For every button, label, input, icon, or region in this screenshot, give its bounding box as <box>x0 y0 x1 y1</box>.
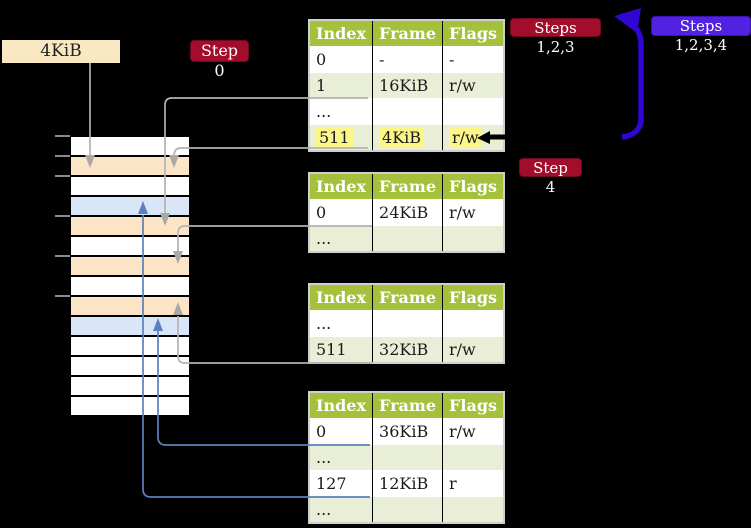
memory-row-white <box>71 137 189 155</box>
col-header-frame: Frame <box>372 392 444 419</box>
highlighted-value: r/w <box>449 128 482 147</box>
page-table-3: Index Frame Flags ... 511 32KiB r/w <box>308 283 506 364</box>
table-header-row: Index Frame Flags <box>309 392 505 419</box>
recursive-loop-arrowhead-icon <box>614 8 641 33</box>
col-header-flags: Flags <box>442 20 505 47</box>
table-row: ... <box>309 496 505 523</box>
col-header-flags: Flags <box>442 392 505 419</box>
step4-badge: Step 4 <box>519 158 582 196</box>
memory-row-blue <box>71 317 189 335</box>
recursive-loop-arrow <box>621 18 644 140</box>
memory-tick <box>55 135 70 137</box>
table-row: ... <box>309 98 505 125</box>
col-header-flags: Flags <box>442 173 505 200</box>
steps1234-badge: Steps 1,2,3,4 <box>651 16 751 54</box>
highlighted-value: 4KiB <box>379 128 425 147</box>
col-header-index: Index <box>309 173 374 200</box>
memory-tick <box>55 155 70 157</box>
memory-row-peach <box>71 297 189 315</box>
table-row: 127 12KiB r <box>309 470 505 497</box>
memory-row-white <box>71 177 189 195</box>
col-header-index: Index <box>309 392 374 419</box>
table-header-row: Index Frame Flags <box>309 20 505 47</box>
col-header-frame: Frame <box>372 284 444 311</box>
frame-size-box: 4KiB <box>2 40 120 63</box>
page-table-1: Index Frame Flags 0 - - 1 16KiB r/w ... … <box>308 19 506 152</box>
col-header-index: Index <box>309 20 374 47</box>
page-table-2: Index Frame Flags 0 24KiB r/w ... <box>308 172 506 253</box>
memory-row-white <box>71 337 189 355</box>
table-header-row: Index Frame Flags <box>309 284 505 311</box>
table-header-row: Index Frame Flags <box>309 173 505 200</box>
memory-tick <box>55 175 70 177</box>
memory-row-white <box>71 277 189 295</box>
step0-badge: Step 0 <box>190 40 249 80</box>
memory-tick <box>55 255 70 257</box>
memory-row-white <box>71 397 189 415</box>
memory-tick <box>55 215 70 217</box>
table-row: 1 16KiB r/w <box>309 72 505 99</box>
memory-row-white <box>71 237 189 255</box>
table-row-recursive-highlight: 511 4KiB r/w <box>309 124 505 151</box>
table-row: ... <box>309 444 505 471</box>
col-header-index: Index <box>309 284 374 311</box>
memory-row-white <box>71 377 189 395</box>
memory-tick <box>55 295 70 297</box>
col-header-frame: Frame <box>372 20 444 47</box>
table-row: 0 - - <box>309 46 505 73</box>
memory-row-peach <box>71 217 189 235</box>
col-header-frame: Frame <box>372 173 444 200</box>
highlighted-value: 511 <box>316 128 353 147</box>
page-table-4: Index Frame Flags 0 36KiB r/w ... 127 12… <box>308 391 506 524</box>
table-row: 0 24KiB r/w <box>309 199 505 226</box>
table-row: 511 32KiB r/w <box>309 336 505 363</box>
memory-row-white <box>71 357 189 375</box>
table-row: ... <box>309 310 505 337</box>
memory-row-peach <box>71 157 189 175</box>
memory-row-blue <box>71 197 189 215</box>
steps123-badge: Steps 1,2,3 <box>510 18 601 56</box>
memory-row-peach <box>71 257 189 275</box>
table-row: 0 36KiB r/w <box>309 418 505 445</box>
col-header-flags: Flags <box>442 284 505 311</box>
table-row: ... <box>309 225 505 252</box>
